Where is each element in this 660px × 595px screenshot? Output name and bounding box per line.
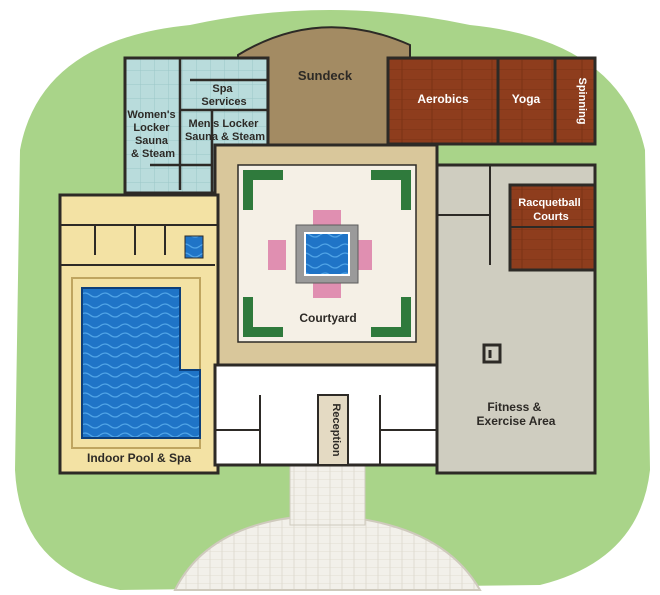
hedge-ne bbox=[371, 170, 411, 210]
hedge-sw bbox=[243, 297, 283, 337]
label-mens-locker: Men's Locker Sauna & Steam bbox=[185, 118, 265, 143]
reception-desk bbox=[317, 394, 349, 466]
hedge-nw bbox=[243, 170, 283, 210]
label-sundeck: Sundeck bbox=[298, 68, 353, 83]
label-aerobics: Aerobics bbox=[417, 92, 469, 106]
fitness-column-icon bbox=[482, 343, 502, 364]
label-indoor-pool: Indoor Pool & Spa bbox=[87, 451, 191, 465]
label-reception: Reception bbox=[330, 403, 342, 456]
label-yoga: Yoga bbox=[512, 92, 541, 106]
label-spinning: Spinning bbox=[576, 77, 588, 124]
aerobics-room bbox=[386, 56, 500, 146]
fountain-water bbox=[304, 232, 350, 276]
label-womens-locker: Women's Locker Sauna & Steam bbox=[127, 109, 178, 160]
indoor-pool bbox=[81, 287, 201, 439]
sundeck-area bbox=[237, 26, 411, 146]
label-courtyard: Courtyard bbox=[299, 311, 356, 325]
label-racquetball: Racquetball Courts bbox=[518, 197, 583, 223]
hedge-se bbox=[371, 297, 411, 337]
spinning-room bbox=[553, 56, 597, 146]
label-spa-services: Spa Services bbox=[201, 83, 246, 108]
entry-path bbox=[289, 464, 366, 526]
label-fitness: Fitness & Exercise Area bbox=[477, 400, 556, 428]
